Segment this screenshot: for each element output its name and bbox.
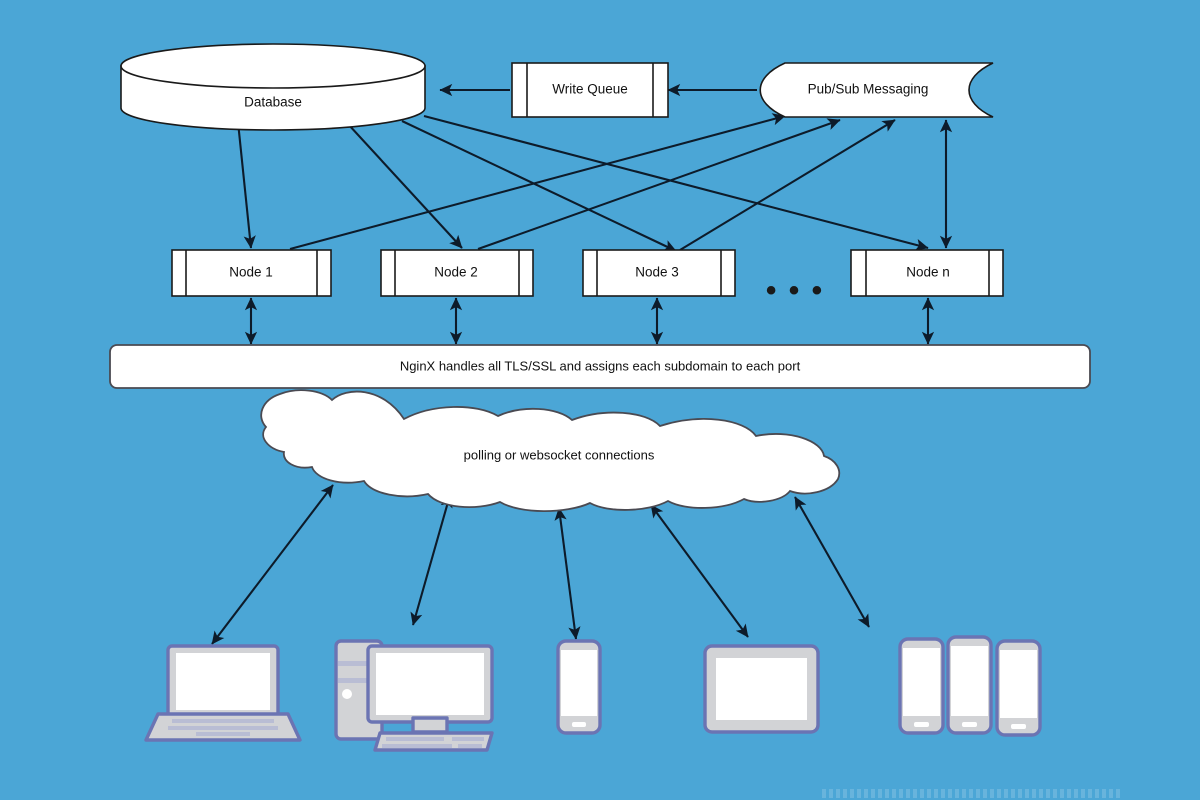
smartphone-screen [561,650,597,716]
node-3-box [582,249,736,297]
node-2[interactable]: Node 2 [380,249,534,297]
smartphone-group-phone-3[interactable] [995,639,1042,737]
node-2-box [380,249,534,297]
connector-database-to-node-2 [347,123,463,249]
smartphone-group-phone-2-home-button-icon[interactable] [962,722,977,727]
database-label: Database [244,95,302,110]
node-3[interactable]: Node 3 [582,249,736,297]
node-ellipsis: • • • [766,274,824,307]
connector-cloud-smartphone-group [794,496,870,628]
desktop-keyboard-keys-1 [386,737,444,741]
desktop-monitor-stand [411,716,449,734]
cloud-label: polling or websocket connections [464,447,655,462]
desktop-power-button-icon[interactable] [342,689,352,699]
node-n[interactable]: Node n [850,249,1004,297]
database-cylinder-top [120,43,426,89]
pubsub-node[interactable]: Pub/Sub Messaging [759,62,994,118]
write-queue-node[interactable]: Write Queue [511,62,669,118]
connector-cloud-tablet [650,504,749,638]
laptop-keyboard-row-2 [168,726,278,730]
connector-node-3-to-pubsub [679,119,896,251]
smartphone-group-phone-1-screen [903,648,940,716]
connector-cloud-smartphone [554,507,581,640]
write-queue-label: Write Queue [552,82,628,97]
node-3-label: Node 3 [635,265,679,280]
node-1-box [171,249,332,297]
smartphone-group-phone-1[interactable] [898,637,945,735]
cloud-shape [260,389,841,513]
database-node[interactable]: Database [120,43,426,131]
laptop-keyboard-row-1 [172,719,274,723]
laptop-screen [176,653,270,710]
connector-node-2-to-pubsub [477,118,841,250]
nginx-banner-label: NginX handles all TLS/SSL and assigns ea… [400,358,801,373]
laptop-icon[interactable] [144,644,302,742]
desktop-keyboard-keys-2 [452,737,484,741]
smartphone-home-button-icon[interactable] [572,722,586,727]
connector-layer [211,83,953,645]
smartphone-group-phone-3-home-button-icon[interactable] [1011,724,1026,729]
nginx-banner[interactable]: NginX handles all TLS/SSL and assigns ea… [109,344,1091,389]
connector-database-to-node-3 [401,120,677,252]
desktop-keyboard-keys-3 [382,744,452,748]
connector-node-1-to-pubsub [289,113,786,251]
laptop-trackpad [196,732,250,736]
smartphone-group-icon[interactable] [898,635,1042,737]
connector-cloud-desktop [410,494,453,626]
node-1[interactable]: Node 1 [171,249,332,297]
connector-database-to-node-1 [236,121,256,249]
nginx-banner-box [109,344,1091,389]
pubsub-shape [759,62,994,118]
desktop-tower-bay-1 [338,661,380,666]
node-n-label: Node n [906,265,950,280]
smartphone-icon[interactable] [556,639,602,735]
desktop-tower-bay-2 [338,678,380,683]
desktop-monitor-screen [376,653,484,715]
node-n-box [850,249,1004,297]
node-2-label: Node 2 [434,265,478,280]
smartphone-group-phone-2[interactable] [946,635,993,735]
write-queue-box [511,62,669,118]
node-1-label: Node 1 [229,265,273,280]
smartphone-group-phone-3-screen [1000,650,1037,718]
smartphone-group-phone-2-screen [951,646,988,716]
pubsub-label: Pub/Sub Messaging [808,82,929,97]
desktop-computer-icon[interactable] [334,639,494,752]
connector-cloud-laptop [211,484,334,645]
cloud-node[interactable]: polling or websocket connections [260,389,841,513]
tablet-screen [716,658,807,720]
smartphone-group-phone-1-home-button-icon[interactable] [914,722,929,727]
connector-database-to-node-n [423,114,929,251]
desktop-keyboard-keys-4 [458,744,482,748]
tablet-icon[interactable] [703,644,820,734]
